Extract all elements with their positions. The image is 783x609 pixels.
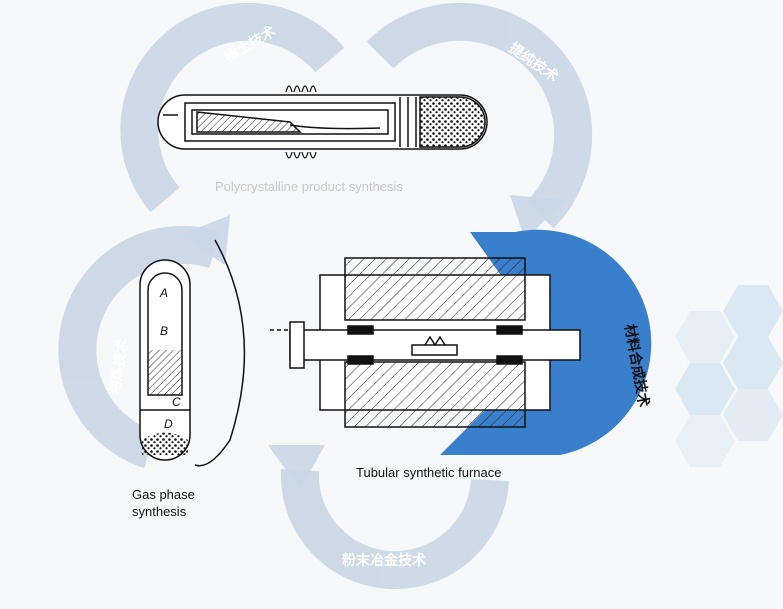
pale-arcs [58,2,593,590]
tubular-furnace-drawing [270,257,581,428]
arc-rare-earth [120,2,345,213]
caption-gas-phase: Gas phase synthesis [132,487,195,519]
arc-powder [280,469,509,590]
pale-arrowheads [180,195,565,490]
ampoule-letter-a: A [159,286,168,300]
ampoule-letter-c: C [172,395,181,409]
label-powder-metallurgy: 粉末冶金技术 [342,552,426,568]
caption-polycrystalline: Polycrystalline product synthesis [215,179,403,194]
ampoule-letter-b: B [160,324,168,338]
ampoule-letter-d: D [164,417,173,431]
gas-phase-ampoule-drawing [139,239,246,467]
caption-tubular-furnace: Tubular synthetic furnace [356,465,502,480]
ampoule-letters: A B C D [159,286,181,431]
polycrystalline-ampoule-drawing [157,85,488,159]
label-melting: 熔炼技术 [105,338,130,396]
arc-melting [58,225,221,469]
arc-purification [366,2,593,229]
hexagon-pattern [675,285,783,467]
